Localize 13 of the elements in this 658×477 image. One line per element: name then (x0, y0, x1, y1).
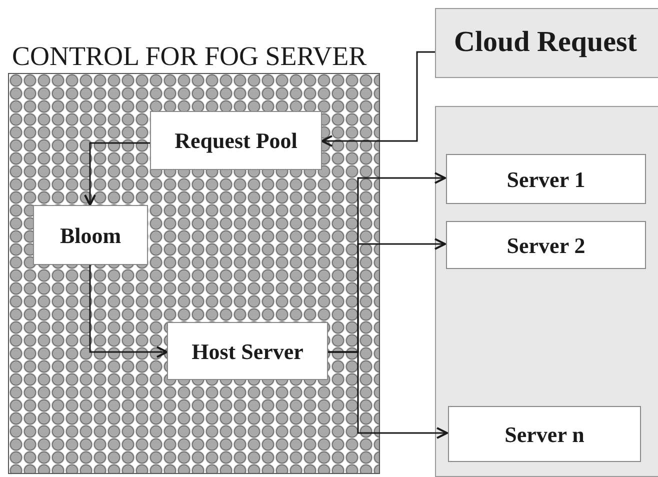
process-box: Host Server (167, 322, 328, 380)
arrow (328, 351, 448, 439)
arrow (321, 51, 435, 147)
process-box: Server n (448, 406, 641, 462)
process-box: Server 1 (446, 154, 646, 204)
arrow (89, 265, 168, 358)
request-box: Cloud Request (435, 8, 658, 78)
process-box: Server 2 (446, 221, 646, 269)
server-panel (435, 106, 658, 477)
process-box: Bloom (33, 205, 148, 265)
arrow (84, 142, 150, 206)
panel-heading: CONTROL FOR FOG SERVER (12, 40, 367, 72)
process-box: Request Pool (150, 111, 322, 170)
